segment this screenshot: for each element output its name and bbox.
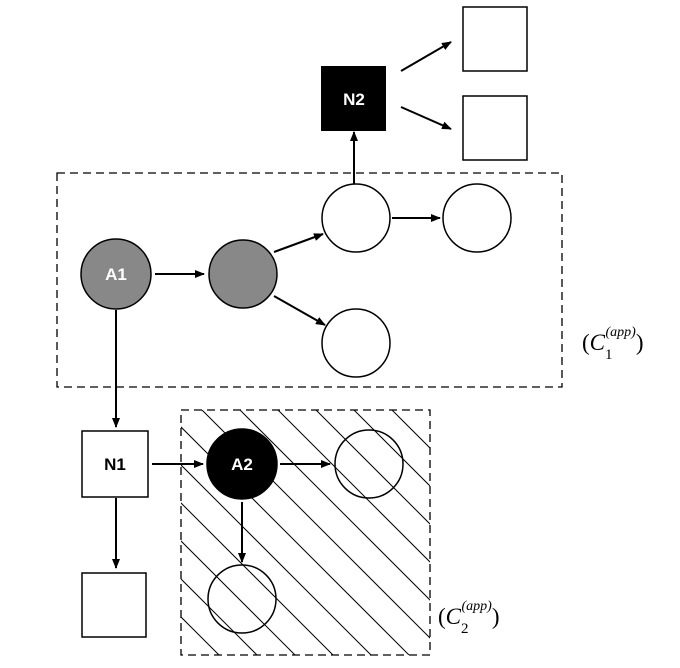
node-top-mid-circle bbox=[321, 183, 391, 253]
node-top-right-circle bbox=[442, 183, 512, 253]
hatch-line bbox=[582, 410, 680, 655]
node-a2-label: A2 bbox=[231, 455, 253, 474]
cluster-c1-label: (C1(app)) bbox=[582, 325, 644, 363]
hatch-line bbox=[544, 410, 680, 655]
node-a2-right-circle bbox=[334, 429, 404, 499]
hatch-line bbox=[658, 410, 680, 655]
node-n2-child-bottom-square bbox=[462, 95, 528, 161]
node-n2-child-top-square bbox=[462, 6, 528, 72]
node-n2-label: N2 bbox=[343, 90, 365, 109]
node-n1-child-square bbox=[81, 572, 147, 638]
hatch-line bbox=[506, 410, 680, 655]
node-n1-label: N1 bbox=[104, 455, 126, 474]
edges bbox=[112, 41, 452, 569]
hatch-line bbox=[429, 410, 430, 411]
edge-gray-node-to-bottom-mid bbox=[273, 295, 326, 326]
cluster-c2-label: (C2(app)) bbox=[438, 599, 500, 637]
hatch-line bbox=[353, 410, 430, 487]
hatch-line bbox=[468, 410, 680, 655]
cluster-c1-boundary bbox=[56, 172, 563, 388]
hatch-line bbox=[181, 578, 258, 655]
hatch-line bbox=[620, 410, 680, 655]
node-n1 bbox=[81, 430, 149, 498]
hatch-line bbox=[181, 464, 372, 655]
node-a1 bbox=[80, 238, 152, 310]
cluster-c2-boundary bbox=[180, 409, 431, 656]
edge-n2-to-bottom-square bbox=[400, 106, 452, 130]
node-a1-label: A1 bbox=[105, 265, 127, 284]
hatch-line bbox=[181, 540, 296, 655]
hatch-line bbox=[315, 410, 430, 525]
edge-gray-node-to-top-mid bbox=[273, 233, 324, 253]
hatch-line bbox=[181, 426, 410, 655]
node-gray-circle bbox=[208, 239, 278, 309]
node-bottom-mid-circle bbox=[321, 308, 391, 378]
edge-n2-to-top-square bbox=[400, 41, 452, 72]
node-a2 bbox=[206, 428, 278, 500]
node-n2 bbox=[321, 66, 386, 131]
hatch-line bbox=[391, 410, 430, 449]
hatch-line bbox=[181, 502, 334, 655]
hatch-line bbox=[277, 410, 430, 563]
hatch-line bbox=[239, 410, 430, 601]
node-a2-below-circle bbox=[207, 564, 277, 634]
